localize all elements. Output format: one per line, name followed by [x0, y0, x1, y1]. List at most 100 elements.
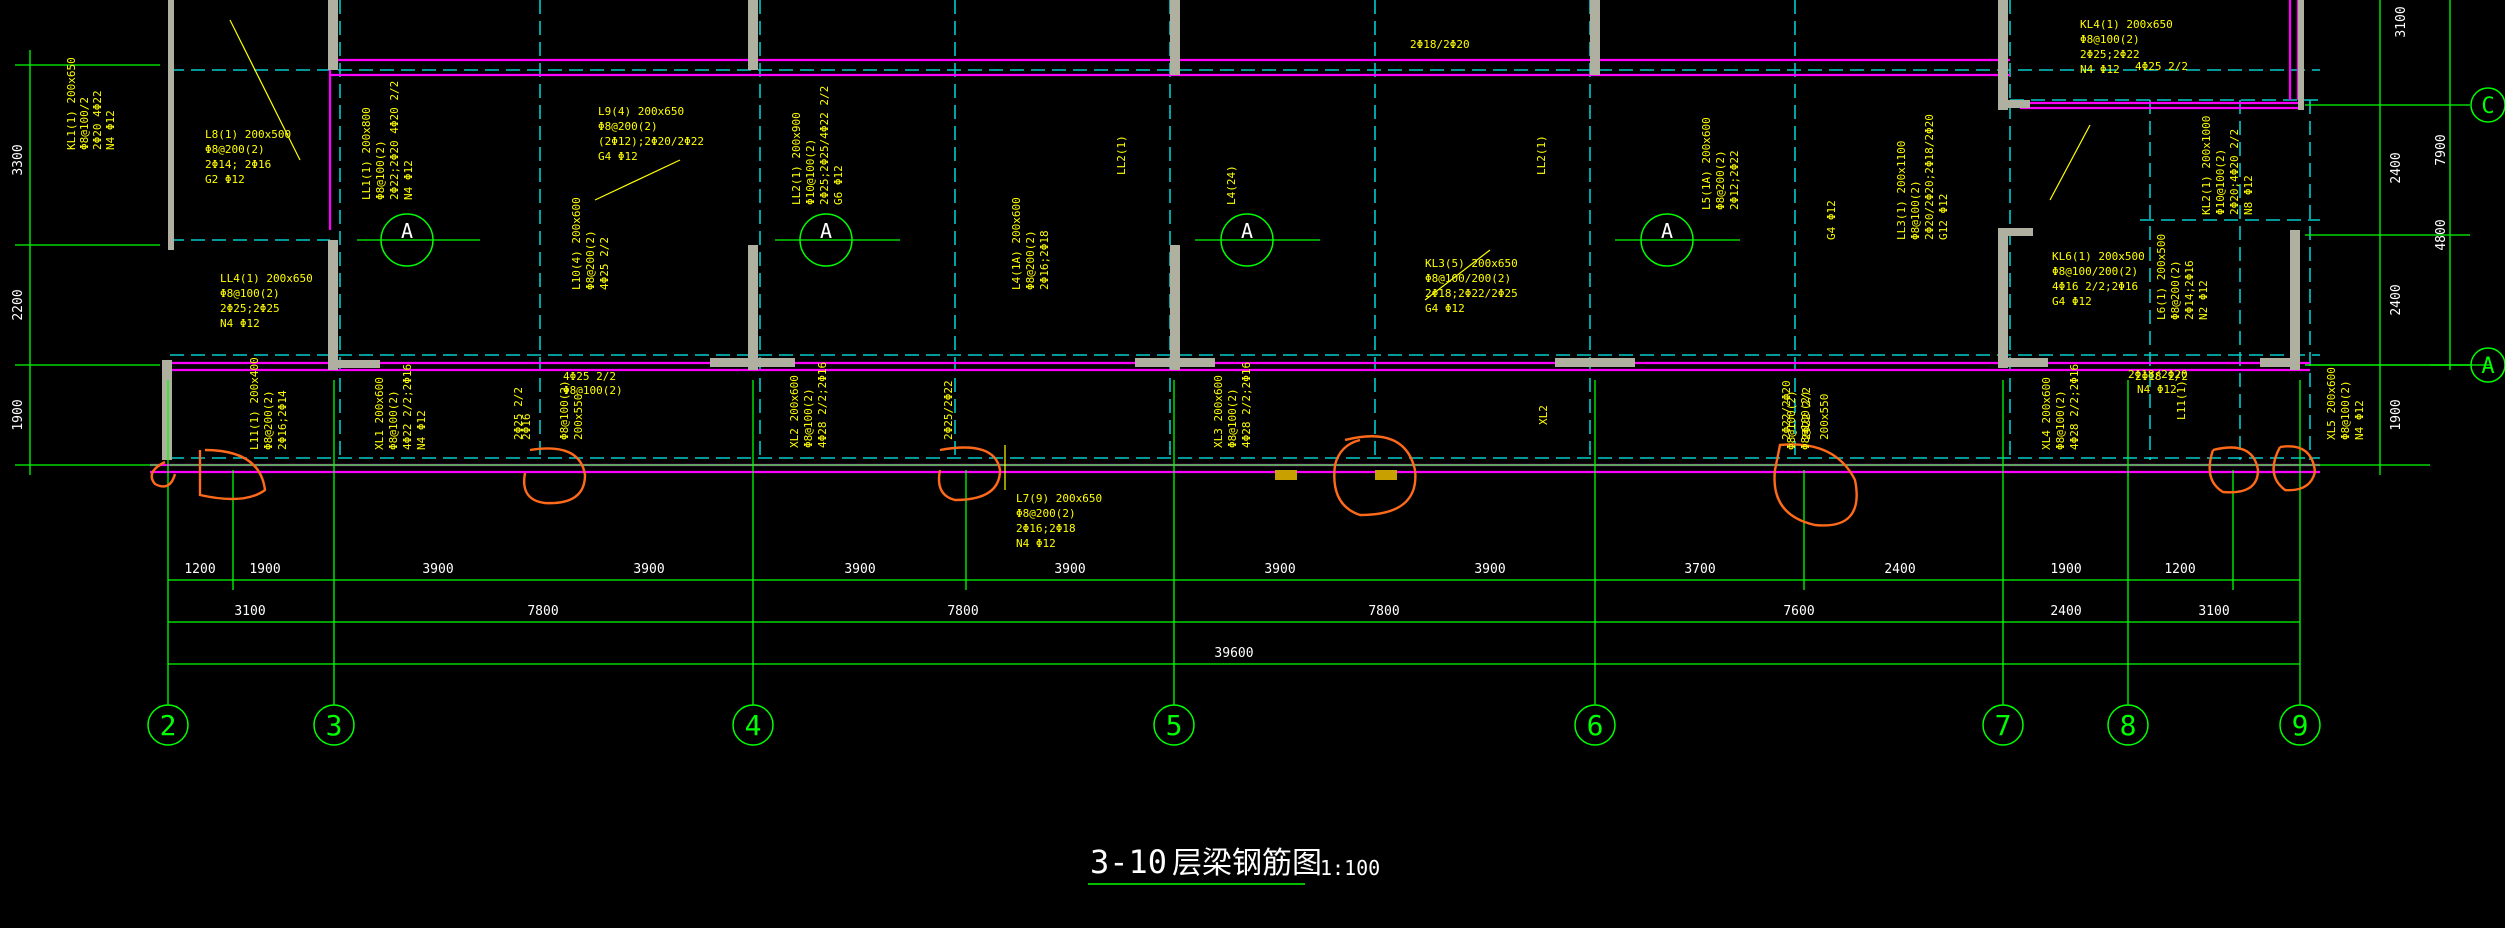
beam-label: 2Φ22/2Φ20	[1780, 380, 1793, 440]
dimension-value: 3900	[1264, 562, 1295, 577]
row-axis-label: C	[2481, 94, 2494, 119]
beam-label: L4(1A) 200x600	[1010, 197, 1023, 290]
beam-label: 2Φ12;2Φ22	[1728, 150, 1741, 210]
section-marker-label: A	[1661, 219, 1673, 243]
beam-label: XL4 200x600	[2040, 377, 2053, 450]
dimension-value: 1200	[184, 562, 215, 577]
beam-label: 200x550	[572, 394, 585, 440]
right-dimension: 2400	[2389, 152, 2404, 183]
drawing-title: 层梁钢筋图	[1172, 846, 1322, 881]
axis-label: 3	[326, 709, 343, 742]
dimension-total: 39600	[1214, 646, 1253, 661]
beam-label: N4 Φ12	[415, 410, 428, 450]
axis-bubble-3	[313, 704, 355, 746]
right-dimension: 7900	[2434, 134, 2449, 165]
beam-label: 2Φ25/2Φ22	[942, 380, 955, 440]
beam-label: 2Φ16	[520, 414, 533, 441]
left-dimension: 1900	[11, 399, 26, 430]
dimension-value: 7800	[527, 604, 558, 619]
beam-label: 2Φ20;4Φ20 2/2	[2228, 129, 2241, 215]
beam-label: G4 Φ12	[598, 150, 638, 163]
beam-label: Φ8@200(2)	[1714, 150, 1727, 210]
beam-label: Φ8@100(2)	[374, 140, 387, 200]
beam-label: Φ8@100/200(2)	[1425, 272, 1511, 285]
axis-label: 6	[1587, 709, 1604, 742]
beam-label: L10(4) 200x600	[570, 197, 583, 290]
beam-label: Φ8@200(2)	[2169, 260, 2182, 320]
beam-label: Φ8@100(2)	[1785, 390, 1798, 450]
beam-label: Φ8@100/200(2)	[2052, 265, 2138, 278]
beam-label: 2Φ20/2Φ20;2Φ18/2Φ20	[1923, 114, 1936, 240]
dimension-value: 3900	[633, 562, 664, 577]
beam-label: Φ8@100(2)	[558, 380, 571, 440]
beam-label: N2 Φ12	[2197, 280, 2210, 320]
beam-label: (2Φ12);2Φ20/2Φ22	[598, 135, 704, 148]
right-dimension: 4800	[2434, 219, 2449, 250]
beam-label: L4(24)	[1225, 165, 1238, 205]
beam-label: L8(1) 200x500	[205, 128, 291, 141]
section-marker-label: A	[820, 219, 832, 243]
section-marker-1	[380, 213, 434, 267]
beam-label: XL1 200x600	[373, 377, 386, 450]
beam-label: Φ8@100(2)	[1799, 390, 1812, 450]
beam-label: 2Φ25;2Φ25	[220, 302, 280, 315]
beam-label: 2Φ16;2Φ18	[1016, 522, 1076, 535]
beam-label: LL1(1) 200x800	[360, 107, 373, 200]
beam-label: N4 Φ12	[220, 317, 260, 330]
beam-label: Φ8@100(2)	[802, 388, 815, 448]
section-marker-label: A	[1241, 219, 1253, 243]
dimension-value: 1200	[2164, 562, 2195, 577]
beam-label: 200x550	[1818, 394, 1831, 440]
dimension-value: 3100	[2198, 604, 2229, 619]
beam-label: Φ8@200(2)	[262, 390, 275, 450]
hidden-lines	[170, 0, 2320, 460]
dimension-value: 3900	[422, 562, 453, 577]
beam-label: 4Φ28 2/2;2Φ16	[816, 362, 829, 448]
row-axis-label: A	[2481, 354, 2494, 379]
beam-label: L6(1) 200x500	[2155, 234, 2168, 320]
beam-label: G4 Φ12	[1825, 200, 1838, 240]
beam-label: KL6(1) 200x500	[2052, 250, 2145, 263]
beam-label: LL2(1) 200x900	[790, 112, 803, 205]
dimension-value: 3900	[1054, 562, 1085, 577]
beam-label: G12 Φ12	[1937, 194, 1950, 240]
beam-label: Φ8@200(2)	[598, 120, 658, 133]
beam-label: KL3(5) 200x650	[1425, 257, 1518, 270]
dimension-value: 7600	[1783, 604, 1814, 619]
beam-label: 4Φ25 2/2	[2135, 60, 2188, 73]
dimension-value: 1900	[2050, 562, 2081, 577]
right-dimension: 1900	[2389, 399, 2404, 430]
beam-label: XL2 200x600	[788, 375, 801, 448]
beam-label: 4Φ25 2/2	[563, 370, 616, 383]
beam-label: XL3 200x600	[1212, 375, 1225, 448]
beam-label: N4 Φ12	[402, 160, 415, 200]
axis-label: 7	[1995, 709, 2012, 742]
axis-bubble-6	[1574, 704, 1616, 746]
beam-label: 2Φ22 2/2	[1800, 387, 1813, 440]
beam-label: 2Φ22;2Φ20 4Φ20 2/2	[388, 81, 401, 200]
beam-label: XL2	[1537, 405, 1550, 425]
axis-bubbles	[147, 87, 2505, 746]
beam-label: 2Φ18/2Φ20	[2128, 368, 2188, 381]
dimension-value: 3100	[234, 604, 265, 619]
beam-label: KL4(1) 200x650	[2080, 18, 2173, 31]
beam-label: L5(1A) 200x600	[1700, 117, 1713, 210]
axis-bubble-4	[732, 704, 774, 746]
beam-label: 4Φ16 2/2;2Φ16	[2052, 280, 2138, 293]
beam-label: N4 Φ12	[2080, 63, 2120, 76]
right-dimension: 3100	[2394, 6, 2409, 37]
beam-label: 2Φ16;2Φ14	[276, 390, 289, 450]
beam-label: 4Φ28 2/2;2Φ16	[2068, 364, 2081, 450]
beam-label: 2Φ25;2Φ22	[2080, 48, 2140, 61]
dimension-value: 7800	[947, 604, 978, 619]
drawing-number: 3-10	[1090, 843, 1167, 881]
beam-label: Φ8@100/2	[78, 97, 91, 150]
dimension-value: 2400	[2050, 604, 2081, 619]
beam-label: LL2(1)	[1535, 135, 1548, 175]
beam-label: KL2(1) 200x1000	[2200, 116, 2213, 215]
beam-label: LL3(1) 200x1100	[1895, 141, 1908, 240]
beam-label: 2Φ18;2Φ22/2Φ25	[1425, 287, 1518, 300]
beam-label: Φ8@100(2)	[1909, 180, 1922, 240]
beam-label: G4 Φ12	[1425, 302, 1465, 315]
